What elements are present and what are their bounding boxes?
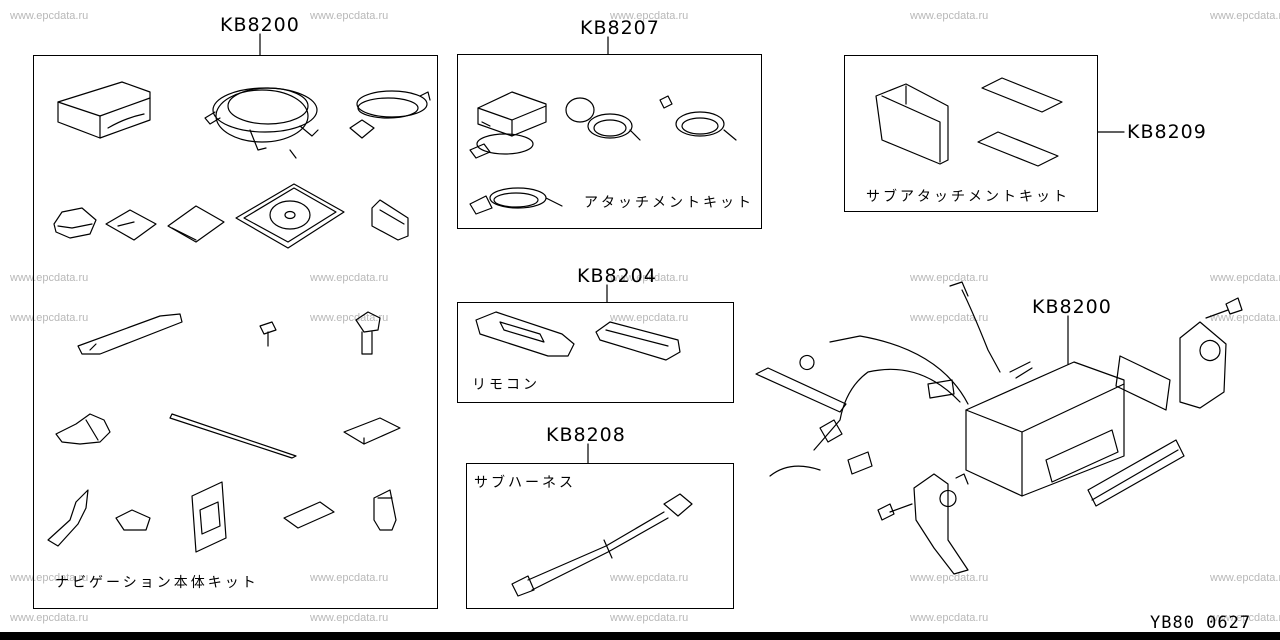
watermark: www.epcdata.ru bbox=[610, 272, 689, 284]
caption-nav-main-kit: ナビゲーション本体キット bbox=[55, 575, 259, 591]
plug-part bbox=[373, 489, 397, 531]
cable-tie-part bbox=[169, 413, 297, 459]
watermark: www.epcdata.ru bbox=[1210, 272, 1280, 284]
clip-strap-part bbox=[47, 489, 89, 547]
attachment-unit-part bbox=[469, 91, 547, 159]
watermark: www.epcdata.ru bbox=[10, 572, 89, 584]
watermark: www.epcdata.ru bbox=[910, 612, 989, 624]
kit-box-kb8208 bbox=[466, 463, 734, 609]
watermark: www.epcdata.ru bbox=[310, 612, 389, 624]
kit-code-kb8208: KB8208 bbox=[546, 424, 626, 446]
foam-part bbox=[283, 501, 335, 529]
watermark: www.epcdata.ru bbox=[910, 312, 989, 324]
strap-part bbox=[77, 313, 183, 355]
kit-code-kb8209: KB8209 bbox=[1127, 121, 1207, 143]
watermark: www.epcdata.ru bbox=[10, 272, 89, 284]
antenna-cable-part bbox=[469, 187, 563, 215]
sub-pad-part-2 bbox=[977, 131, 1059, 167]
screw-part bbox=[259, 321, 277, 347]
watermark: www.epcdata.ru bbox=[910, 272, 989, 284]
pad-part-1 bbox=[53, 207, 97, 239]
assembly-harness bbox=[755, 281, 1033, 477]
bolt-part bbox=[355, 311, 381, 355]
assembly-faceplate bbox=[1087, 439, 1185, 507]
pad-part-2 bbox=[105, 209, 157, 241]
sub-bracket-part bbox=[875, 83, 949, 165]
caption-remote: リモコン bbox=[472, 377, 540, 393]
watermark: www.epcdata.ru bbox=[910, 10, 989, 22]
speaker-cable-part bbox=[565, 97, 641, 141]
watermark: www.epcdata.ru bbox=[10, 10, 89, 22]
nav-unit-part bbox=[57, 81, 151, 139]
kit-code-kb8200-assembly: KB8200 bbox=[1032, 296, 1112, 318]
bottom-border bbox=[0, 632, 1280, 640]
caption-sub-attachment-kit: サブアタッチメントキット bbox=[866, 189, 1070, 205]
assembly-screws bbox=[877, 297, 1243, 521]
sub-pad-part-1 bbox=[981, 77, 1063, 113]
watermark: www.epcdata.ru bbox=[1210, 10, 1280, 22]
kit-box-kb8200 bbox=[33, 55, 438, 609]
watermark: www.epcdata.ru bbox=[1210, 612, 1280, 624]
kit-code-kb8207: KB8207 bbox=[580, 17, 660, 39]
assembled-nav-unit bbox=[965, 361, 1125, 497]
sub-harness-part bbox=[511, 493, 693, 597]
clamp-part bbox=[55, 413, 111, 445]
watermark: www.epcdata.ru bbox=[310, 10, 389, 22]
watermark: www.epcdata.ru bbox=[1210, 572, 1280, 584]
small-bracket-part bbox=[371, 199, 409, 241]
watermark: www.epcdata.ru bbox=[10, 312, 89, 324]
kit-code-kb8200: KB8200 bbox=[220, 14, 300, 36]
watermark: www.epcdata.ru bbox=[310, 272, 389, 284]
clip-part bbox=[115, 509, 151, 531]
remote-holder-part bbox=[595, 321, 681, 361]
kit-box-kb8209 bbox=[844, 55, 1098, 212]
assembly-right-bracket bbox=[1115, 321, 1227, 411]
pad-part-3 bbox=[167, 205, 225, 243]
label-pad-part bbox=[343, 417, 401, 445]
kit-code-kb8204: KB8204 bbox=[577, 265, 657, 287]
manual-part bbox=[191, 481, 227, 553]
gps-cable-part bbox=[349, 90, 431, 139]
watermark: www.epcdata.ru bbox=[610, 10, 689, 22]
watermark: www.epcdata.ru bbox=[10, 612, 89, 624]
kit-box-kb8207 bbox=[457, 54, 762, 229]
main-harness-part bbox=[204, 87, 319, 159]
caption-attachment-kit: アタッチメントキット bbox=[584, 195, 754, 211]
remote-control-part bbox=[475, 311, 575, 357]
watermark: www.epcdata.ru bbox=[610, 572, 689, 584]
watermark: www.epcdata.ru bbox=[910, 572, 989, 584]
mic-cable-part bbox=[659, 95, 737, 141]
diagram-reference: YB80 0627 bbox=[1150, 613, 1252, 633]
assembly-left-bracket bbox=[913, 473, 969, 575]
watermark: www.epcdata.ru bbox=[610, 612, 689, 624]
watermark: www.epcdata.ru bbox=[1210, 312, 1280, 324]
kit-box-kb8204 bbox=[457, 302, 734, 403]
map-disc-part bbox=[235, 183, 345, 249]
caption-sub-harness: サブハーネス bbox=[474, 475, 576, 491]
watermark: www.epcdata.ru bbox=[310, 312, 389, 324]
watermark: www.epcdata.ru bbox=[310, 572, 389, 584]
watermark: www.epcdata.ru bbox=[610, 312, 689, 324]
